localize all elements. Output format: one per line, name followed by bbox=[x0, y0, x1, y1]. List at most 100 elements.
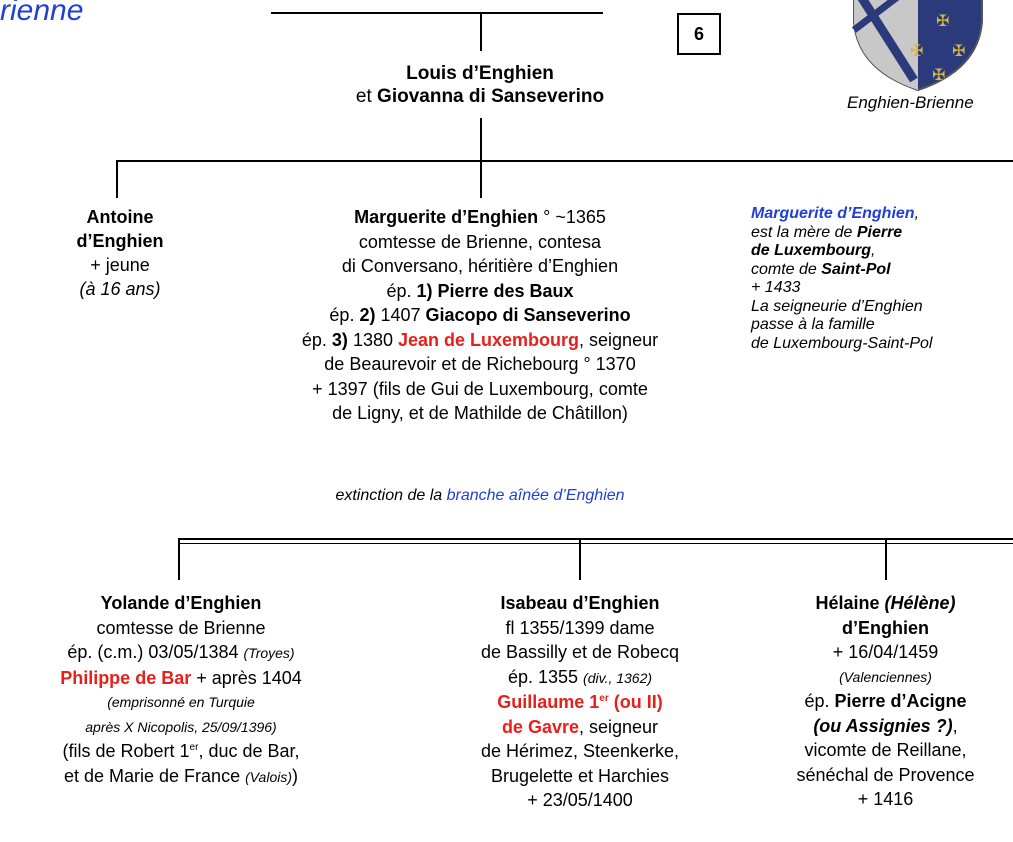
helaine-place: (Valenciennes) bbox=[839, 668, 932, 685]
person-isabeau: Isabeau d’Enghien fl 1355/1399 dame de B… bbox=[420, 591, 740, 813]
spouse-gavre: de Gavre bbox=[501, 716, 579, 737]
spouse-parent: (fils de Robert 1 bbox=[62, 741, 190, 761]
isabeau-detail: Brugelette et Harchies bbox=[490, 765, 670, 786]
svg-text:✠: ✠ bbox=[910, 41, 923, 60]
coat-of-arms-shield: ✠ ✠ ✠ ✠ bbox=[851, 0, 983, 92]
svg-text:✠: ✠ bbox=[932, 65, 945, 84]
helaine-detail: vicomte de Reillane, bbox=[804, 740, 967, 760]
conj-text: et bbox=[355, 86, 372, 107]
sup-er: er bbox=[189, 742, 199, 753]
valois-text: (Valois) bbox=[245, 768, 293, 785]
spouse3-detail2: + 1397 (fils de Gui de Luxembourg, comte bbox=[312, 378, 648, 399]
spouse-detail: (emprisonné en Turquie bbox=[107, 694, 255, 710]
side-note: Marguerite d’Enghien, est la mère de Pie… bbox=[751, 205, 1013, 353]
marriage-date: 1380 bbox=[347, 329, 398, 350]
marriage-date: 1407 bbox=[375, 305, 426, 325]
page-number-box: 6 bbox=[677, 13, 721, 55]
comma: , bbox=[952, 715, 958, 736]
ep-text: ép. bbox=[329, 305, 360, 325]
branch-link[interactable]: branche aînée d’Enghien bbox=[446, 487, 625, 504]
isabeau-stem bbox=[579, 538, 581, 580]
yolande-title: comtesse de Brienne bbox=[96, 617, 266, 638]
spouse2-name: Giacopo di Sanseverino bbox=[425, 305, 631, 325]
spouse-pierre: Pierre d’Acigne bbox=[834, 691, 967, 711]
antoine-name2: d’Enghien bbox=[76, 231, 164, 251]
spouse3-title: , seigneur bbox=[579, 329, 659, 350]
paren: ) bbox=[292, 765, 299, 786]
person-helaine: Hélaine (Hélène) d’Enghien + 16/04/1459 … bbox=[758, 591, 1013, 812]
spouse-guillaume: Guillaume 1 bbox=[497, 692, 600, 712]
spouse3-name: Jean de Luxembourg bbox=[397, 329, 580, 350]
spouse-detail: après X Nicopolis, 25/09/1396) bbox=[85, 718, 277, 735]
spouse-parent: , duc de Bar, bbox=[198, 741, 300, 761]
helaine-name: Hélaine bbox=[815, 593, 885, 613]
isabeau-marriage: ép. 1355 bbox=[507, 666, 584, 687]
marriage-num: 1) bbox=[416, 280, 433, 301]
isabeau-name: Isabeau d’Enghien bbox=[500, 593, 660, 613]
person-marguerite: Marguerite d’Enghien ° ~1365 comtesse de… bbox=[225, 205, 735, 426]
note-line: La seigneurie d’Enghien bbox=[751, 297, 923, 315]
note-line: passe à la famille bbox=[751, 316, 875, 333]
spouse-parent: et de Marie de France bbox=[63, 765, 246, 786]
isabeau-detail: fl 1355/1399 dame bbox=[505, 617, 655, 638]
divorce-note: (div., 1362) bbox=[583, 669, 653, 686]
marguerite-title2: di Conversano, héritière d’Enghien bbox=[341, 256, 619, 276]
top-stem bbox=[480, 13, 482, 51]
ep-text: ép. bbox=[804, 691, 835, 711]
ep-text: ép. bbox=[386, 280, 417, 301]
isabeau-detail: de Hérimez, Steenkerke, bbox=[480, 741, 680, 761]
wife-name: Giovanna di Sanseverino bbox=[377, 86, 605, 107]
note-saint-pol: Saint-Pol bbox=[821, 260, 891, 278]
spouse-title: , seigneur bbox=[578, 716, 659, 737]
shield-caption: Enghien-Brienne bbox=[847, 93, 974, 112]
antoine-name1: Antoine bbox=[86, 207, 154, 227]
spouse3-detail1: de Beaurevoir et de Richebourg ° 1370 bbox=[324, 354, 636, 374]
note-line: est la mère de bbox=[751, 223, 857, 241]
note-name: Marguerite d’Enghien bbox=[751, 205, 915, 222]
helaine-alt-name: (Hélène) bbox=[884, 593, 956, 613]
extinction-text: extinction de la bbox=[335, 487, 447, 504]
marguerite-name: Marguerite d’Enghien bbox=[354, 207, 539, 227]
isabeau-detail: de Bassilly et de Robecq bbox=[480, 642, 680, 662]
ep-text: ép. bbox=[301, 329, 332, 350]
spouse1-name: Pierre des Baux bbox=[432, 280, 574, 301]
isabeau-detail: + 23/05/1400 bbox=[527, 790, 633, 810]
children-bar bbox=[116, 160, 1013, 162]
lower-bar bbox=[178, 538, 1013, 540]
antoine-stem bbox=[116, 160, 118, 198]
sup-er: er bbox=[599, 693, 609, 704]
antoine-age: (à 16 ans) bbox=[79, 279, 161, 299]
page-number: 6 bbox=[693, 24, 704, 44]
parents-couple: Louis d’Enghien et Giovanna di Sanseveri… bbox=[280, 62, 680, 108]
note-line: de Luxembourg-Saint-Pol bbox=[751, 334, 933, 352]
top-line bbox=[271, 12, 603, 14]
note-luxembourg: de Luxembourg bbox=[751, 242, 872, 259]
helaine-name2: d’Enghien bbox=[842, 617, 929, 638]
yolande-stem bbox=[178, 538, 180, 580]
spouse-guillaume: (ou II) bbox=[608, 692, 663, 712]
husband-name: Louis d’Enghien bbox=[406, 63, 554, 84]
lower-bar-inner bbox=[178, 543, 1013, 544]
person-yolande: Yolande d’Enghien comtesse de Brienne ép… bbox=[0, 591, 362, 789]
yolande-place: (Troyes) bbox=[243, 645, 295, 661]
marriage-num: 3) bbox=[331, 329, 348, 350]
helaine-detail: sénéchal de Provence bbox=[796, 764, 975, 785]
svg-text:✠: ✠ bbox=[952, 41, 965, 60]
marriage-num: 2) bbox=[359, 305, 376, 325]
marguerite-stem bbox=[480, 160, 482, 198]
couple-stem bbox=[480, 118, 482, 161]
marguerite-title1: comtesse de Brienne, contesa bbox=[358, 231, 602, 252]
helaine-death: + 16/04/1459 bbox=[832, 642, 939, 662]
helaine-detail: + 1416 bbox=[857, 789, 914, 809]
note-comma: , bbox=[914, 205, 920, 222]
note-comma: , bbox=[871, 242, 876, 259]
note-death: + 1433 bbox=[751, 279, 801, 296]
extinction-note: extinction de la branche aînée d’Enghien bbox=[200, 487, 760, 505]
person-antoine: Antoine d’Enghien + jeune (à 16 ans) bbox=[50, 205, 190, 301]
spouse-alt: (ou Assignies ?) bbox=[813, 715, 953, 736]
marguerite-birth: ° ~1365 bbox=[538, 207, 606, 227]
antoine-death: + jeune bbox=[90, 255, 150, 275]
spouse3-detail3: de Ligny, et de Mathilde de Châtillon) bbox=[332, 403, 628, 423]
note-line: comte de bbox=[751, 260, 822, 278]
helaine-stem bbox=[885, 538, 887, 580]
